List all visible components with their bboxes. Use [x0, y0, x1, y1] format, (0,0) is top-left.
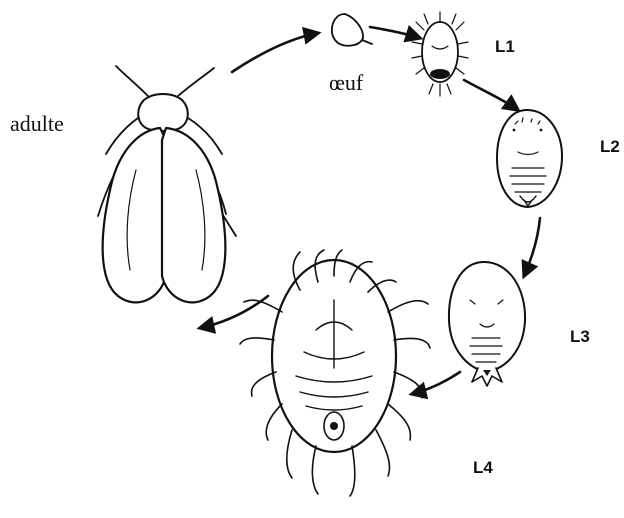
arrow-l3-to-l4: [412, 372, 460, 394]
larva-l3-illustration: [449, 262, 525, 386]
l3-label: L3: [570, 327, 590, 346]
larva-l4-illustration: [240, 250, 430, 496]
egg-label: œuf: [329, 70, 364, 95]
arrow-l1-to-l2: [464, 80, 518, 110]
adult-label: adulte: [10, 111, 64, 136]
l4-label: L4: [473, 458, 493, 477]
l1-label: L1: [495, 37, 515, 56]
arrow-l2-to-l3: [524, 218, 540, 276]
larva-l1-illustration: [412, 12, 468, 96]
l2-label: L2: [600, 137, 620, 156]
adult-whitefly-illustration: [98, 66, 236, 302]
arrow-egg-to-l1: [370, 27, 420, 38]
egg-illustration: [332, 14, 372, 46]
larva-l2-illustration: [497, 110, 562, 207]
arrow-adult-to-egg: [232, 33, 318, 72]
